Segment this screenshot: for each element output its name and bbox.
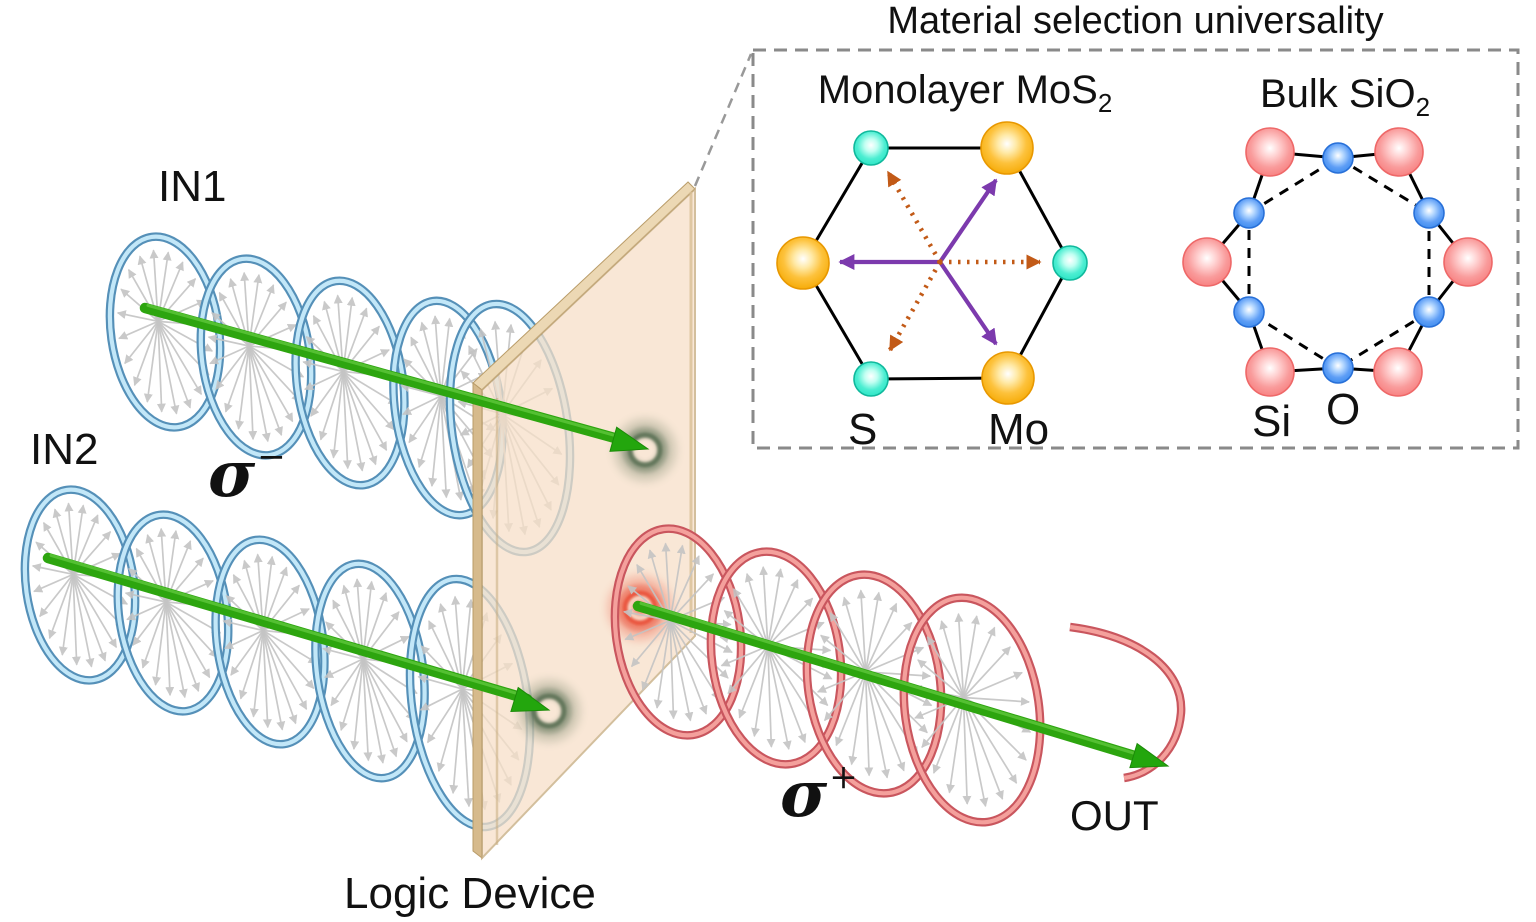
sigma-minus-label: σ− <box>208 436 286 512</box>
o-atom <box>1233 296 1265 328</box>
in2-label: IN2 <box>30 425 99 474</box>
si-atom <box>1245 127 1295 177</box>
si-atom-label: Si <box>1252 397 1292 446</box>
s-atom-label: S <box>848 405 878 454</box>
si-atom <box>1443 237 1493 287</box>
mo-atom-label: Mo <box>988 405 1050 454</box>
mo-atom <box>776 236 830 290</box>
mo-atom <box>980 121 1034 175</box>
in1-label: IN1 <box>158 162 227 211</box>
in1-propagation-arrow <box>139 302 650 452</box>
inset-title: Material selection universality <box>887 0 1384 42</box>
si-atom <box>1373 347 1423 397</box>
mos2-structure <box>776 121 1088 405</box>
mos2-purple-arrows <box>838 178 998 346</box>
si-atom <box>1245 347 1295 397</box>
out-beam <box>607 524 1186 827</box>
plate-face <box>481 186 696 861</box>
s-atom <box>1052 245 1088 281</box>
in2-propagation-arrow <box>42 552 551 713</box>
si-atom <box>1374 127 1424 177</box>
mos2-orange-dotted-arrows <box>886 170 1042 352</box>
mo-atom <box>981 351 1035 405</box>
inset-connector-line <box>693 53 753 187</box>
o-atom <box>1413 197 1445 229</box>
sio2-structure <box>1182 127 1493 397</box>
out-label: OUT <box>1070 792 1159 839</box>
o-atom <box>1322 352 1354 384</box>
logic-device-plate <box>472 181 696 861</box>
o-atom-label: O <box>1326 385 1361 434</box>
sio2-title: Bulk SiO2 <box>1259 72 1431 122</box>
si-atom <box>1182 237 1232 287</box>
o-atom <box>1233 197 1265 229</box>
o-atom <box>1322 142 1354 174</box>
o-atom <box>1413 296 1445 328</box>
sigma-plus-label: σ+ <box>780 756 858 832</box>
inset-box <box>693 48 1520 450</box>
s-atom <box>853 130 889 166</box>
beam-arrowhead-icon <box>609 426 650 452</box>
helix-ring <box>706 547 846 769</box>
plate-left-edge <box>472 381 483 860</box>
in2-beam <box>20 485 535 832</box>
out-propagation-arrow <box>632 600 1170 769</box>
helix-ring <box>20 485 140 685</box>
logic-device-label: Logic Device <box>344 869 596 918</box>
beam-arrowhead-icon <box>1129 742 1170 769</box>
mos2-title: Monolayer MoS2 <box>817 68 1113 118</box>
beam-arrowhead-icon <box>510 686 551 713</box>
s-atom <box>853 361 889 397</box>
